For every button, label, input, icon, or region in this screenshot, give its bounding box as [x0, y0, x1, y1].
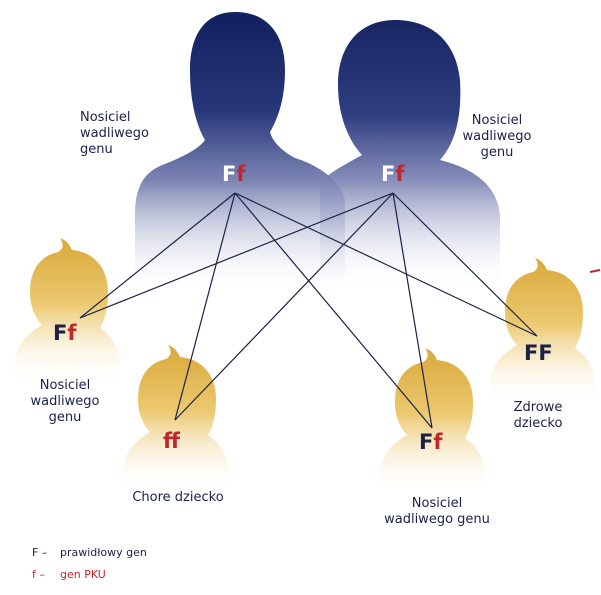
line-father-child2 [174, 192, 236, 421]
child3-genotype: Ff [419, 431, 443, 453]
mother-label-line-3: genu [480, 145, 514, 160]
father-label-line-3: genu [80, 142, 113, 157]
child4-label-line-2: dziecko [513, 416, 563, 431]
line-mother-child2 [174, 192, 394, 421]
father-allele-1: F [222, 162, 237, 186]
child2-allele-1: f [163, 429, 181, 453]
mother-genotype: Ff [381, 163, 405, 185]
child3-label-line-2: wadliwego genu [384, 512, 490, 527]
child1-label-line-3: genu [48, 410, 82, 425]
child1-allele-2: f [67, 321, 77, 345]
child-silhouette-4 [490, 258, 595, 405]
child-silhouette-1 [15, 238, 120, 385]
child3-allele-1: F [419, 430, 434, 454]
line-father-child3 [234, 192, 433, 429]
child1-label-line-1: Nosiciel [39, 378, 91, 393]
mother-allele-2: f [395, 162, 405, 186]
child4-allele-2: F [538, 341, 553, 365]
child2-genotype: ff [163, 430, 180, 452]
child2-label: Chore dziecko [108, 490, 248, 506]
edge-mark [589, 269, 601, 273]
mother-label-line-1: Nosiciel [471, 113, 523, 128]
father-label: Nosiciel wadliwego genu [80, 110, 180, 158]
child3-allele-2: f [433, 430, 443, 454]
child4-genotype: FF [524, 342, 553, 364]
inheritance-lines [79, 192, 538, 429]
legend-pku-gene: f – gen PKU [32, 568, 106, 582]
child4-label: Zdrowe dziecko [488, 400, 588, 432]
child1-label-line-2: wadliwego [30, 394, 100, 409]
child1-genotype: Ff [53, 322, 77, 344]
father-label-line-1: Nosiciel [80, 110, 131, 125]
line-father-child1 [79, 192, 236, 319]
child3-label: Nosiciel wadliwego genu [362, 496, 512, 528]
legend-normal-gene-text: prawidłowy gen [60, 546, 147, 559]
child2-label-line-1: Chore dziecko [132, 490, 224, 505]
legend-normal-gene-key: F – [32, 546, 48, 559]
child1-allele-1: F [53, 321, 68, 345]
mother-allele-1: F [381, 162, 396, 186]
legend-normal-gene: F – prawidłowy gen [32, 546, 147, 560]
line-mother-child1 [79, 192, 394, 319]
child1-label: Nosiciel wadliwego genu [15, 378, 115, 426]
child3-label-line-1: Nosiciel [411, 496, 463, 511]
line-father-child4 [234, 192, 538, 337]
father-genotype: Ff [222, 163, 246, 185]
mother-label: Nosiciel wadliwego genu [442, 113, 552, 161]
mother-label-line-2: wadliwego [462, 129, 532, 144]
father-allele-2: f [236, 162, 246, 186]
legend-pku-gene-text: gen PKU [60, 568, 106, 581]
line-mother-child4 [392, 192, 538, 337]
line-mother-child3 [392, 192, 433, 429]
child-silhouette-3 [380, 348, 485, 495]
father-silhouette [135, 12, 345, 295]
child4-label-line-1: Zdrowe [513, 400, 563, 415]
child4-allele-1: F [524, 341, 539, 365]
legend-pku-gene-key: f – [32, 568, 45, 581]
father-label-line-2: wadliwego [80, 126, 149, 141]
